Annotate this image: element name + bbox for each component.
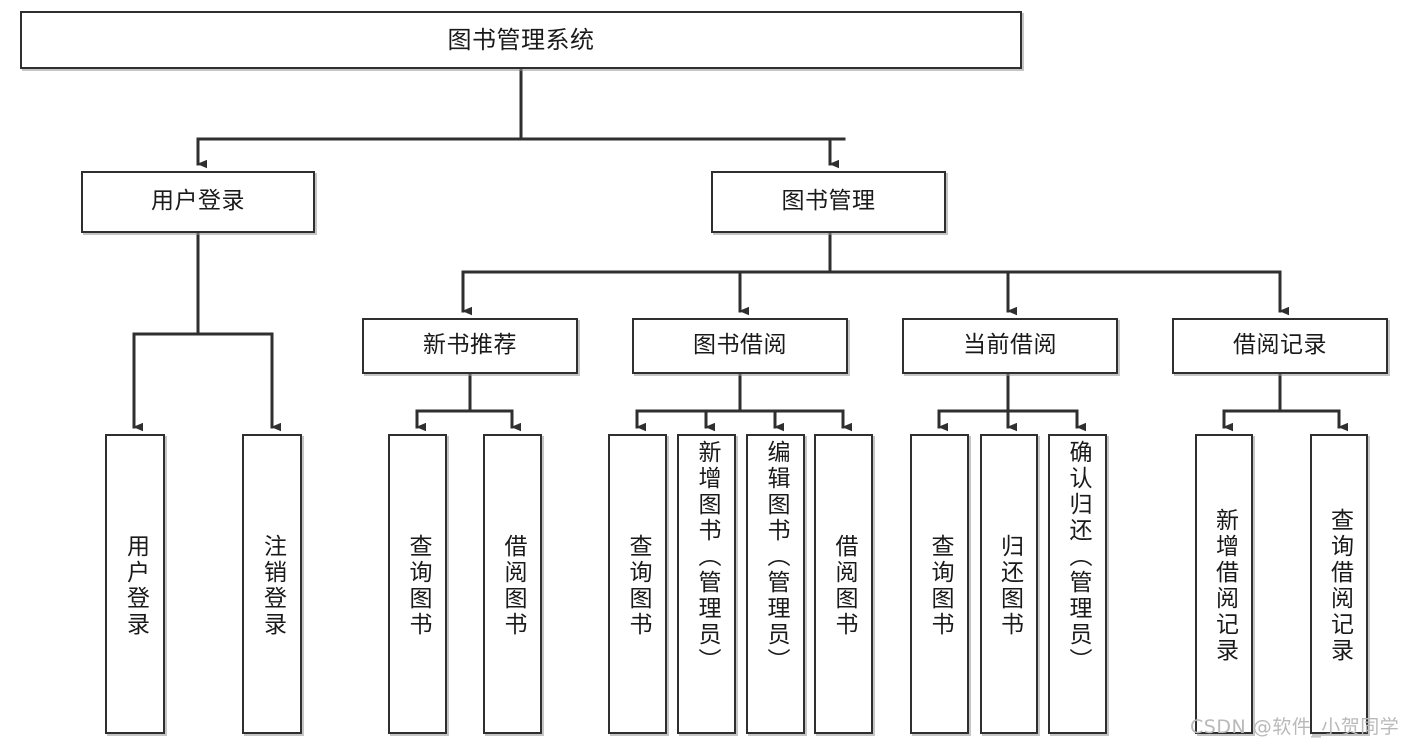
node-book-borrow-label: 图书借阅	[693, 332, 787, 359]
leaf-borrow-book-newbook[interactable]: 借阅图书	[483, 434, 542, 734]
leaf-query-book-current-label: 查询图书	[927, 534, 953, 638]
watermark: CSDN @软件_小贺同学	[1190, 716, 1400, 738]
node-root[interactable]: 图书管理系统	[20, 11, 1022, 69]
node-user-login[interactable]: 用户登录	[81, 171, 315, 233]
leaf-return-book[interactable]: 归还图书	[980, 434, 1038, 734]
leaf-logout[interactable]: 注销登录	[242, 434, 302, 734]
leaf-add-book-admin[interactable]: 新增图书（管理员）	[677, 434, 736, 734]
leaf-edit-book-admin[interactable]: 编辑图书（管理员）	[746, 434, 805, 734]
leaf-confirm-return-admin[interactable]: 确认归还（管理员）	[1048, 434, 1107, 734]
leaf-edit-book-admin-label: 编辑图书（管理员）	[763, 440, 789, 674]
node-borrow-record-label: 借阅记录	[1233, 332, 1327, 359]
leaf-logout-label: 注销登录	[259, 534, 286, 638]
node-borrow-record[interactable]: 借阅记录	[1172, 318, 1388, 374]
leaf-query-borrow-record[interactable]: 查询借阅记录	[1310, 434, 1368, 734]
node-book-management[interactable]: 图书管理	[711, 171, 946, 233]
node-book-management-label: 图书管理	[781, 188, 876, 215]
node-root-label: 图书管理系统	[447, 25, 595, 54]
leaf-borrow-book[interactable]: 借阅图书	[814, 434, 873, 734]
leaf-user-login-label: 用户登录	[122, 534, 149, 638]
leaf-borrow-book-label: 借阅图书	[831, 534, 857, 638]
leaf-add-borrow-record[interactable]: 新增借阅记录	[1195, 434, 1253, 734]
node-user-login-label: 用户登录	[151, 188, 245, 215]
node-current-borrow-label: 当前借阅	[963, 332, 1057, 359]
leaf-add-borrow-record-label: 新增借阅记录	[1211, 508, 1238, 664]
node-book-borrow[interactable]: 图书借阅	[632, 318, 848, 374]
leaf-query-book-borrow-label: 查询图书	[625, 534, 651, 638]
leaf-confirm-return-admin-label: 确认归还（管理员）	[1065, 440, 1091, 674]
leaf-add-book-admin-label: 新增图书（管理员）	[694, 440, 720, 674]
leaf-query-borrow-record-label: 查询借阅记录	[1326, 508, 1353, 664]
leaf-query-book-newbook[interactable]: 查询图书	[388, 434, 447, 734]
leaf-user-login[interactable]: 用户登录	[105, 434, 165, 734]
leaf-query-book-current[interactable]: 查询图书	[910, 434, 969, 734]
node-current-borrow[interactable]: 当前借阅	[902, 318, 1118, 374]
node-new-book-recommend-label: 新书推荐	[423, 332, 517, 359]
leaf-borrow-book-newbook-label: 借阅图书	[500, 534, 526, 638]
node-new-book-recommend[interactable]: 新书推荐	[362, 318, 578, 374]
leaf-query-book-newbook-label: 查询图书	[405, 534, 431, 638]
leaf-query-book-borrow[interactable]: 查询图书	[608, 434, 667, 734]
leaf-return-book-label: 归还图书	[996, 534, 1023, 638]
